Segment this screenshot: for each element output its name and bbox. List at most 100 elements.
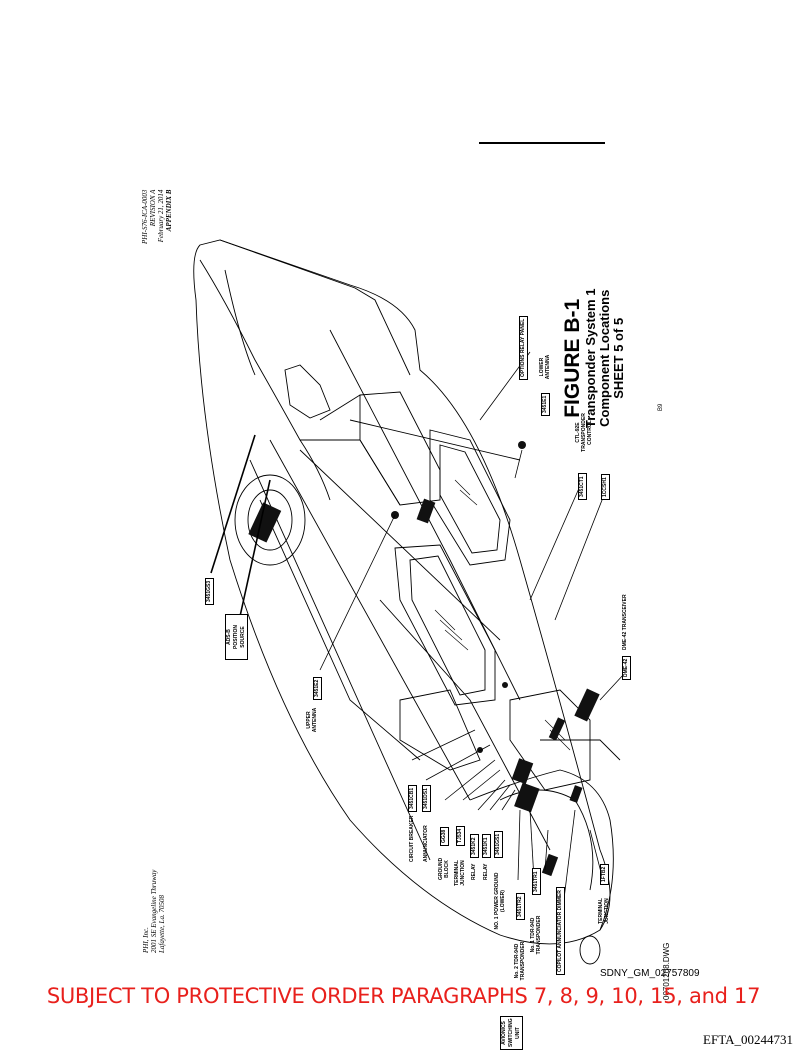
nose-section — [540, 739, 621, 761]
company-name: PHI, Inc. — [142, 927, 150, 953]
figure-sheet: SHEET 5 of 5 — [611, 317, 626, 399]
nose-section — [499, 789, 594, 891]
callout-3451tr2: 3451TR2 — [516, 893, 525, 920]
company-street: 2001 SE Evangeline Thruway — [150, 869, 158, 953]
callout-dme42: DME-42 — [622, 655, 631, 680]
protective-order-notice: SUBJECT TO PROTECTIVE ORDER PARAGRAPHS 7… — [46, 984, 761, 1008]
appendix: APPENDIX B — [165, 189, 173, 232]
revision-date: February 21, 2014 — [157, 189, 165, 243]
leader-line — [599, 673, 625, 701]
leader-line — [477, 779, 506, 811]
leader-line — [529, 485, 581, 601]
component-block — [574, 688, 600, 722]
leader-line — [544, 829, 549, 871]
callout-3451k2: 3451K2 — [470, 834, 479, 858]
structure-line — [329, 329, 521, 701]
callout-avionics-switching-unit: AVIONICS SWITCHING UNIT — [500, 1016, 523, 1050]
callout-3451ct1: 3451CT1 — [578, 473, 587, 500]
bates-number: SDNY_GM_02757809 — [600, 968, 700, 979]
figure-title-block: FIGURE B-1 Transponder System 1 Componen… — [561, 288, 626, 428]
leader-line — [462, 769, 501, 801]
fuselage-outline — [193, 239, 611, 945]
structure-line — [269, 439, 471, 801]
callout-1ccsh1: 1CCSH1 — [601, 474, 610, 500]
leader-line — [319, 514, 396, 671]
callout-3451e1: 3451E1 — [541, 392, 550, 416]
cabin-window — [439, 444, 501, 554]
callout-3451e2: 3451E2 — [313, 676, 322, 700]
leader-line — [444, 759, 496, 801]
rotor-mast-outer — [234, 474, 306, 566]
windshield-panel — [509, 689, 591, 791]
callout-tdr94d-1-desc: No. 1 TDR-94D TRANSPONDER — [530, 915, 542, 955]
fuselage-line — [199, 259, 331, 501]
cabin-window — [394, 544, 496, 706]
component-block — [511, 758, 534, 785]
callout-terminal-junction-2-desc: TERMINAL JUNCTION — [598, 898, 610, 924]
callout-annunciator-desc: ANNUNCIATOR — [423, 825, 429, 862]
title-rule — [479, 142, 605, 144]
structure-line — [319, 394, 361, 421]
structure-line — [349, 419, 521, 461]
callout-lower-antenna-desc: LOWER ANTENNA — [539, 354, 551, 380]
nose-section — [469, 769, 614, 931]
structure-line — [259, 499, 421, 761]
structure-line — [300, 439, 401, 506]
callout-3451tr1: 3451TR1 — [532, 868, 541, 895]
callout-gg38: GG38 — [440, 826, 449, 846]
callout-dme42-desc: DME-42 TRANSCEIVER — [622, 594, 628, 650]
leader-line — [210, 434, 256, 574]
figure-title-line1: Transponder System 1 — [583, 288, 598, 428]
callout-3451k1: 3451K1 — [482, 834, 491, 858]
component-block — [514, 782, 540, 813]
efta-number: EFTA_00244731 — [703, 1032, 793, 1047]
cabin-window — [429, 429, 511, 566]
leader-line — [554, 494, 605, 621]
cabin-window — [409, 555, 486, 696]
leader-line — [411, 729, 476, 761]
revision: REVISION A — [149, 189, 157, 227]
leader-line — [514, 449, 523, 479]
company-address: PHI, Inc. 2001 SE Evangeline Thruway Laf… — [142, 870, 166, 953]
doc-number: PHI-S76-ICA-0003 — [141, 189, 149, 244]
callout-ctl92e-desc: CTL-92E TRANSPONDER CONTROL — [575, 413, 593, 452]
structure-line — [299, 449, 501, 641]
page-number: B9 — [658, 403, 664, 411]
callout-circuit-breaker-desc: CIRCUIT BREAKER — [409, 815, 415, 862]
callout-3451gs1: 3451GS1 — [494, 830, 503, 858]
leader-line — [501, 789, 516, 811]
leader-line — [529, 809, 535, 881]
callout-ground-block-desc: GROUND BLOCK — [438, 857, 450, 880]
engine-deck — [359, 391, 441, 506]
callout-relay-k2-desc: RELAY — [471, 863, 477, 881]
leader-line — [489, 784, 511, 811]
component-block — [541, 853, 559, 877]
callout-tdr94d-2-desc: No. 2 TDR-94D TRANSPONDER — [514, 941, 526, 981]
component-block — [548, 717, 566, 741]
callout-terminal-junction-desc: TERMINAL JUNCTION — [454, 860, 466, 886]
nose-light — [579, 935, 601, 965]
callout-1ftb2: 1FTB2 — [600, 863, 609, 885]
leader-line — [236, 479, 271, 631]
document-header: PHI-S76-ICA-0003 REVISION A February 21,… — [141, 190, 173, 244]
figure-number: FIGURE B-1 — [561, 298, 584, 418]
fuselage-line — [219, 239, 411, 376]
component-dot — [502, 682, 508, 688]
callout-upper-antenna-desc: UPPER ANTENNA — [306, 707, 318, 733]
figure-title-line2: Component Locations — [597, 289, 612, 427]
callout-tj534: TJ534 — [456, 825, 465, 846]
callout-3451gs3: 3451GS3 — [205, 577, 214, 605]
callout-power-ground-desc: NO. 1 POWER GROUND (LOWER) — [494, 872, 506, 930]
callout-copilot-annunciator-dimmer: COPILOT ANNUNCIATOR DIMMER — [556, 887, 565, 975]
component-dot — [477, 747, 483, 753]
callout-3451ds1: 3451DS1 — [422, 785, 431, 812]
callout-adsb: ADS-B POSITION SOURCE — [225, 614, 248, 660]
component-block — [248, 502, 282, 543]
component-block — [416, 498, 436, 524]
fuselage-line — [224, 269, 256, 376]
component-block — [569, 785, 583, 803]
callout-relay-k1-desc: RELAY — [483, 863, 489, 881]
leader-line — [425, 744, 491, 781]
callout-3451cb1: 3451CB1 — [408, 784, 417, 812]
